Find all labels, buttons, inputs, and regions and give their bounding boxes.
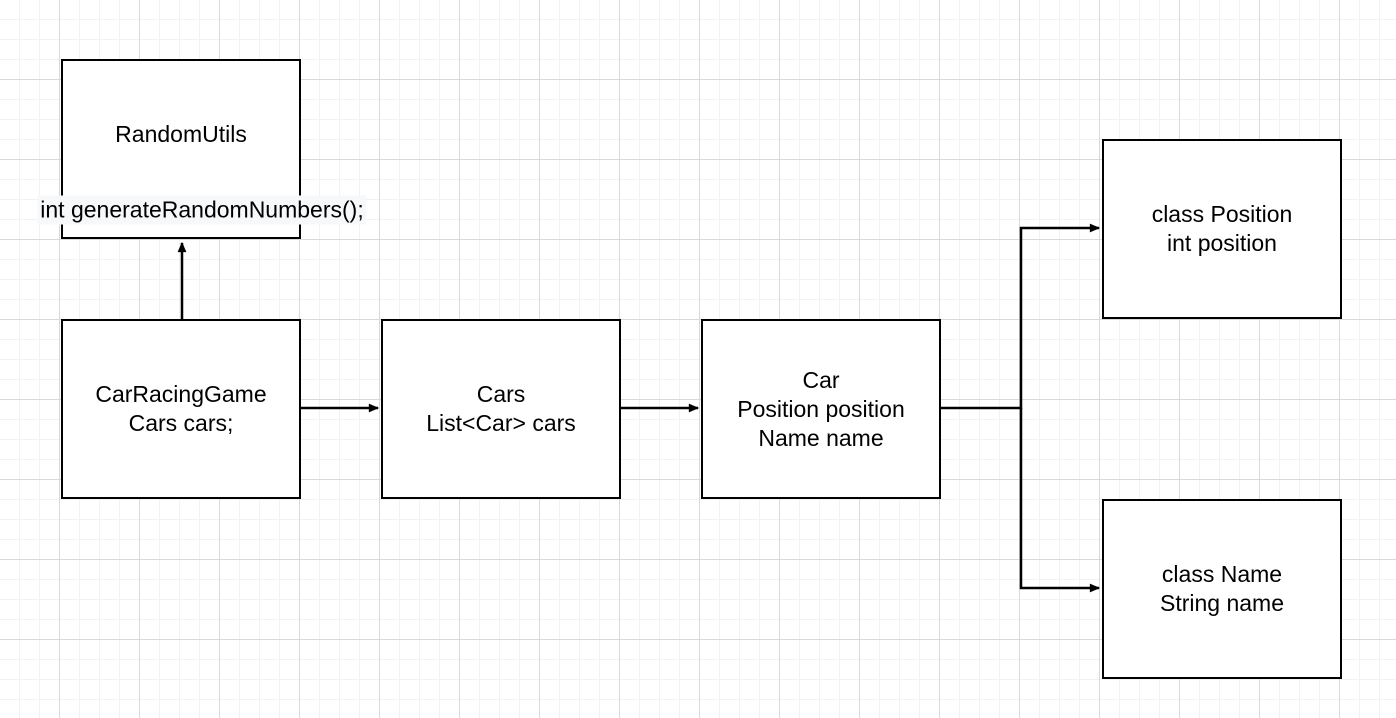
edge-car-to-classname[interactable]: [1019, 408, 1101, 593]
edge-car-to-classposition[interactable]: [941, 223, 1101, 410]
node-text-line: List<Car> cars: [426, 410, 576, 436]
node-text-line: Cars: [476, 381, 526, 407]
node-text-line: class Position: [1151, 201, 1293, 227]
node-title: RandomUtils: [115, 120, 247, 147]
node-text-line: CarRacingGame: [95, 381, 267, 407]
node-text-line: Position position: [737, 395, 905, 422]
node-text-line: class Name: [1161, 561, 1283, 587]
node-text-line: int position: [1167, 230, 1277, 256]
label-generate-random-numbers[interactable]: int generateRandomNumbers();: [37, 195, 367, 225]
node-car-racing-game[interactable]: CarRacingGame Cars cars;: [61, 319, 301, 499]
node-car[interactable]: Car Position position Name name: [701, 319, 941, 499]
node-text-line: String name: [1159, 590, 1284, 616]
node-text-line: Car: [802, 366, 840, 393]
node-cars[interactable]: Cars List<Car> cars: [381, 319, 621, 499]
node-text-line: Name name: [758, 424, 884, 451]
node-class-position[interactable]: class Position int position: [1102, 139, 1342, 319]
node-class-name[interactable]: class Name String name: [1102, 499, 1342, 679]
node-text-line: Cars cars;: [128, 410, 234, 436]
